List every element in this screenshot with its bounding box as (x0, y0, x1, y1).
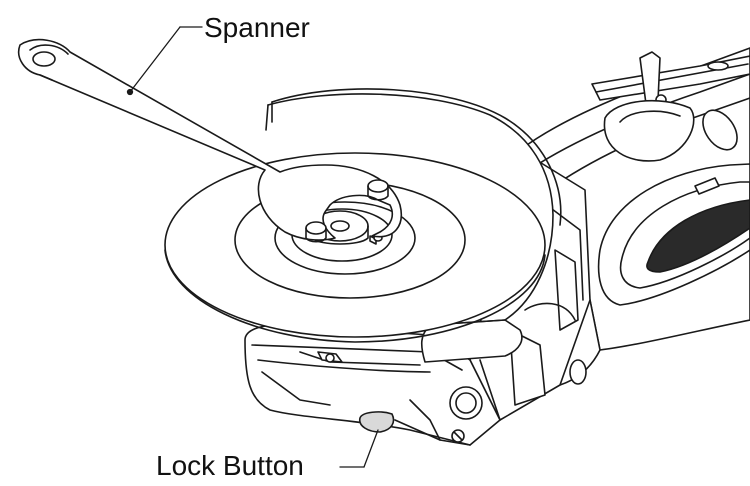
spanner-leader-dot (128, 90, 133, 95)
spanner-leader (130, 27, 180, 92)
spanner-pin (306, 222, 326, 242)
leader-lines (128, 27, 379, 467)
motor-housing (520, 48, 750, 385)
lock-button-shape (360, 412, 394, 432)
spanner-label: Spanner (204, 12, 310, 43)
spanner-pin (368, 180, 388, 200)
spanner-tool (19, 40, 402, 242)
lock-button-label: Lock Button (156, 450, 304, 481)
